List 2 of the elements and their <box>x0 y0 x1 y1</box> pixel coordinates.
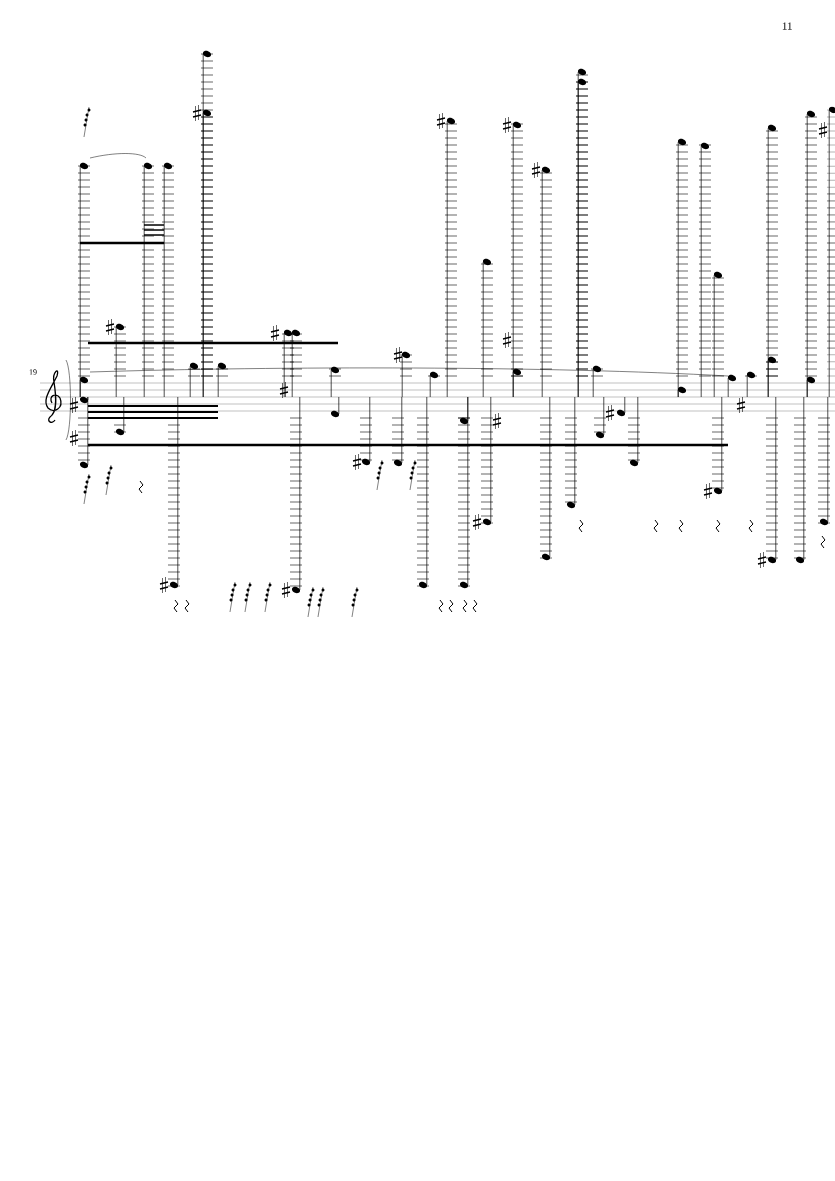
measure-number: 19 <box>29 369 37 375</box>
page-number: 11 <box>782 22 792 30</box>
